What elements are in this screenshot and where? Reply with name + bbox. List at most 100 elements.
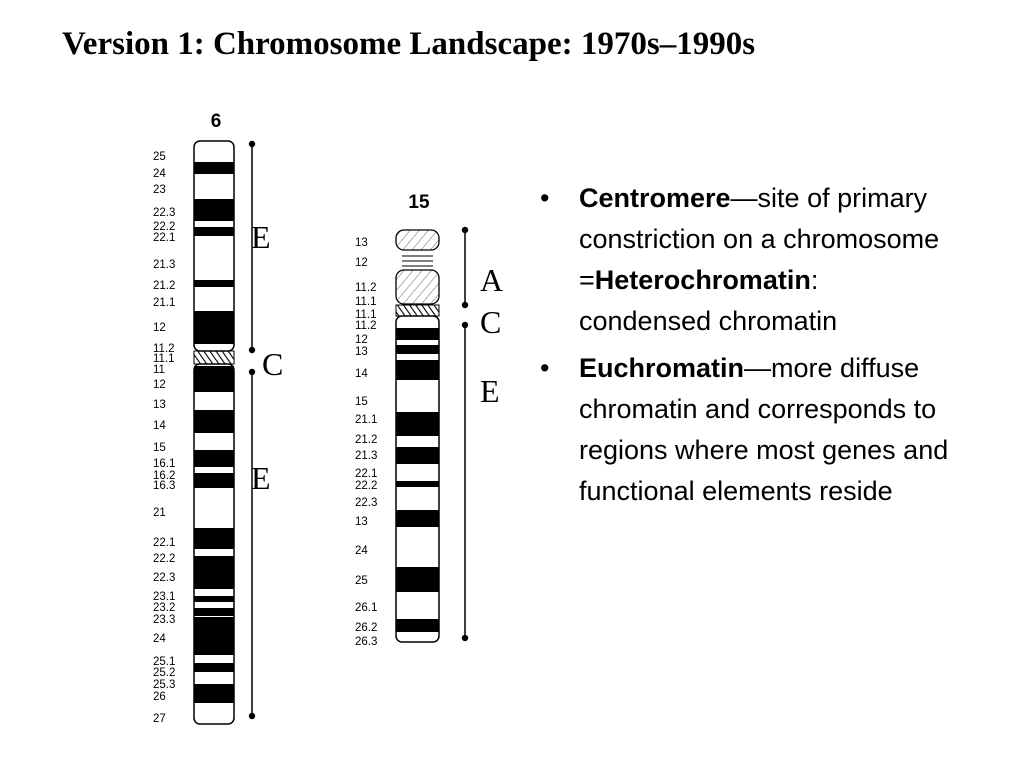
definition-text: —site of primary constriction on a chrom… — [579, 183, 940, 295]
chromosome-6: 6 25 24 — [153, 111, 283, 725]
band-label: 11.2 — [355, 320, 377, 332]
band-label: 21.3 — [355, 450, 377, 462]
band — [194, 684, 234, 703]
band-label: 21.3 — [153, 259, 175, 271]
term-euchromatin: Euchromatin — [579, 353, 745, 383]
band — [396, 345, 439, 354]
band-label: 11.1 — [153, 353, 175, 365]
band-label: 13 — [355, 516, 368, 528]
band-label: 22.2 — [355, 480, 377, 492]
band — [194, 311, 234, 344]
band-label: 12 — [355, 257, 368, 269]
definition-text: : condensed chromatin — [579, 265, 838, 336]
band-label: 21.2 — [355, 434, 377, 446]
band — [194, 280, 234, 287]
band-label: 24 — [153, 168, 166, 180]
region-label-acrocentric: A — [480, 262, 503, 298]
band-label: 11.2 — [153, 343, 175, 355]
band — [396, 412, 439, 436]
band-label: 22.2 — [153, 553, 175, 565]
band-label: 14 — [355, 368, 368, 380]
band-label: 15 — [355, 396, 368, 408]
band-label: 12 — [355, 334, 368, 346]
band-label: 13 — [355, 346, 368, 358]
band-label: 25 — [153, 151, 166, 163]
band — [194, 473, 234, 488]
chromosome-6-q-arm — [193, 363, 235, 725]
band-label: 11.1 — [355, 296, 377, 308]
band-label: 16.1 — [153, 458, 175, 470]
band — [194, 663, 234, 672]
band — [194, 410, 234, 433]
band-label: 22.2 — [153, 221, 175, 233]
chromosome-15: 15 13 12 11.2 11.1 — [355, 192, 503, 648]
chromosome-6-number: 6 — [211, 111, 222, 132]
band-label: 24 — [355, 545, 368, 557]
satellite — [395, 229, 440, 251]
bullet-centromere: Centromere—site of primary constriction … — [540, 178, 950, 342]
band-label: 25.2 — [153, 667, 175, 679]
band-label: 21 — [153, 507, 166, 519]
band-label: 23.3 — [153, 614, 175, 626]
band-label: 25 — [355, 575, 368, 587]
band-label: 24 — [153, 633, 166, 645]
band — [194, 366, 234, 392]
chromosome-6-centromere — [193, 350, 235, 365]
band — [396, 360, 439, 380]
band — [194, 162, 234, 174]
band — [396, 481, 439, 487]
band-label: 22.3 — [355, 497, 377, 509]
band-label: 11 — [153, 364, 165, 376]
band — [194, 528, 234, 549]
slide-title: Version 1: Chromosome Landscape: 1970s–1… — [62, 26, 756, 62]
band-label: 22.3 — [153, 572, 175, 584]
chromosome-15-number: 15 — [408, 192, 430, 213]
band-label: 15 — [153, 442, 166, 454]
band-label: 25.3 — [153, 679, 175, 691]
band-label: 23.1 — [153, 591, 175, 603]
band-label: 26.3 — [355, 636, 377, 648]
band — [194, 617, 234, 655]
band-label: 22.1 — [153, 232, 175, 244]
stalk-region — [395, 269, 440, 305]
band — [194, 596, 234, 602]
definition-list: Centromere—site of primary constriction … — [540, 178, 950, 518]
band-label: 23.2 — [153, 602, 175, 614]
region-label-centromere: C — [262, 346, 283, 382]
band-label: 21.1 — [355, 414, 377, 426]
band — [194, 608, 234, 616]
chromosome-15-region-bracket — [461, 226, 469, 642]
band-label: 21.2 — [153, 280, 175, 292]
band-label: 16.2 — [153, 470, 175, 482]
band-label: 26 — [153, 691, 166, 703]
band-label: 13 — [355, 237, 368, 249]
band-label: 12 — [153, 322, 166, 334]
band-label: 11.1 — [355, 309, 377, 321]
band-label: 12 — [153, 379, 166, 391]
chromosome-15-q-arm — [395, 315, 440, 643]
band — [396, 447, 439, 464]
band-label: 23 — [153, 184, 166, 196]
chromosome-6-p-arm — [193, 140, 235, 352]
band — [396, 328, 439, 340]
band-label: 16.3 — [153, 480, 175, 492]
band — [396, 510, 439, 527]
band — [194, 227, 234, 236]
band-label: 26.2 — [355, 622, 377, 634]
band-label: 25.1 — [153, 656, 175, 668]
chromosome-15-centromere — [395, 304, 440, 317]
region-label-euchromatin: E — [480, 373, 500, 409]
region-label-euchromatin: E — [251, 460, 271, 496]
band-label: 26.1 — [355, 602, 377, 614]
band-label: 11.2 — [355, 282, 377, 294]
definition-text: —more diffuse chromatin and corresponds … — [579, 353, 949, 506]
band-label: 13 — [153, 399, 166, 411]
band — [194, 199, 234, 221]
band-label: 22.1 — [153, 537, 175, 549]
band-label: 22.3 — [153, 207, 175, 219]
chromosome-15-p-arm — [395, 229, 440, 305]
band — [194, 450, 234, 467]
band-label: 22.1 — [355, 468, 377, 480]
band-label: 21.1 — [153, 297, 175, 309]
